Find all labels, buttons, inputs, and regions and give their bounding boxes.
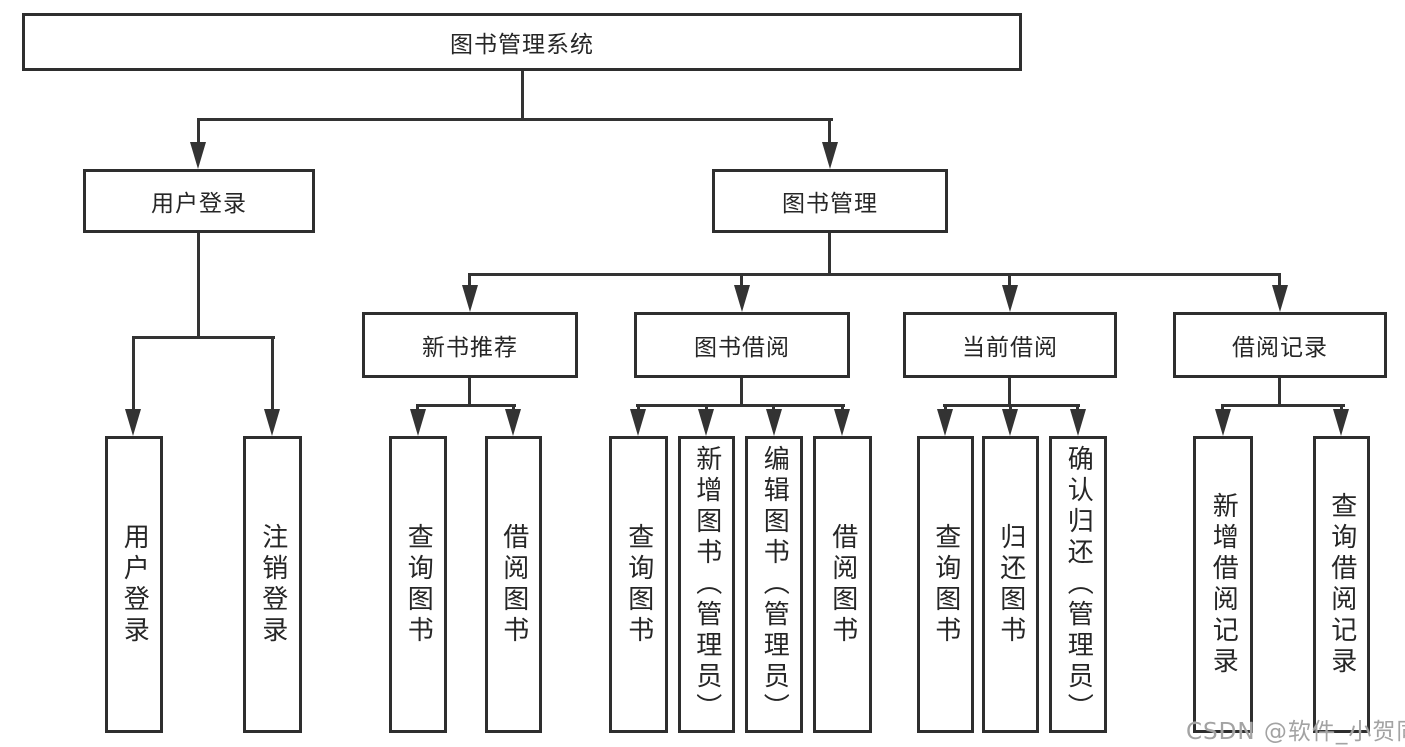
leaf-borrow-books: 借阅图书 bbox=[813, 436, 872, 733]
connector-line bbox=[416, 404, 516, 407]
node-root-label: 图书管理系统 bbox=[450, 32, 594, 58]
leaf-query-books-recommend: 查询图书 bbox=[389, 436, 447, 733]
node-current-borrowing: 当前借阅 bbox=[903, 312, 1117, 378]
arrow-down-icon bbox=[937, 409, 953, 436]
node-user-login: 用户登录 bbox=[83, 169, 315, 233]
leaf-query-books-borrowing: 查询图书 bbox=[609, 436, 668, 733]
leaf-query-borrow-record: 查询借阅记录 bbox=[1313, 436, 1370, 733]
leaf-query-books-recommend-label: 查询图书 bbox=[403, 522, 434, 647]
connector-line bbox=[828, 118, 831, 148]
node-new-book-recommend-label: 新书推荐 bbox=[422, 335, 518, 361]
arrow-down-icon bbox=[766, 409, 782, 436]
arrow-down-icon bbox=[630, 409, 646, 436]
leaf-query-books-borrowing-label: 查询图书 bbox=[623, 522, 654, 647]
csdn-watermark: CSDN @软件_小贺同学 bbox=[1186, 719, 1405, 745]
leaf-edit-books-admin: 编辑图书（管理员） bbox=[745, 436, 803, 733]
leaf-return-books-label: 归还图书 bbox=[995, 522, 1026, 647]
connector-line bbox=[132, 336, 275, 339]
leaf-logout-label: 注销登录 bbox=[257, 522, 288, 647]
arrow-down-icon bbox=[1215, 409, 1231, 436]
connector-line bbox=[1278, 378, 1281, 407]
leaf-user-login: 用户登录 bbox=[105, 436, 163, 733]
arrow-down-icon bbox=[734, 285, 750, 312]
connector-line bbox=[468, 273, 1281, 276]
leaf-borrow-books-recommend-label: 借阅图书 bbox=[498, 522, 529, 647]
arrow-down-icon bbox=[125, 409, 141, 436]
connector-line bbox=[197, 233, 200, 339]
node-borrowing-records: 借阅记录 bbox=[1173, 312, 1387, 378]
node-book-borrowing-label: 图书借阅 bbox=[694, 335, 790, 361]
leaf-add-borrow-record-label: 新增借阅记录 bbox=[1208, 491, 1239, 678]
leaf-borrow-books-recommend: 借阅图书 bbox=[485, 436, 542, 733]
connector-line bbox=[197, 118, 833, 121]
node-borrowing-records-label: 借阅记录 bbox=[1232, 335, 1328, 361]
arrow-down-icon bbox=[264, 409, 280, 436]
arrow-down-icon bbox=[1002, 409, 1018, 436]
connector-line bbox=[1008, 273, 1011, 287]
connector-line bbox=[197, 118, 200, 148]
arrow-down-icon bbox=[1333, 409, 1349, 436]
arrow-down-icon bbox=[1070, 409, 1086, 436]
leaf-confirm-return-admin-label: 确认归还（管理员） bbox=[1063, 445, 1094, 724]
arrow-down-icon bbox=[190, 142, 206, 169]
connector-line bbox=[1221, 404, 1345, 407]
connector-line bbox=[636, 404, 845, 407]
leaf-borrow-books-label: 借阅图书 bbox=[827, 522, 858, 647]
arrow-down-icon bbox=[462, 285, 478, 312]
leaf-query-books-current-label: 查询图书 bbox=[930, 522, 961, 647]
connector-line bbox=[468, 378, 471, 407]
connector-line bbox=[468, 273, 471, 287]
arrow-down-icon bbox=[410, 409, 426, 436]
arrow-down-icon bbox=[834, 409, 850, 436]
node-root: 图书管理系统 bbox=[22, 13, 1022, 71]
leaf-add-borrow-record: 新增借阅记录 bbox=[1193, 436, 1253, 733]
leaf-add-books-admin-label: 新增图书（管理员） bbox=[691, 445, 722, 724]
node-book-management: 图书管理 bbox=[712, 169, 948, 233]
arrow-down-icon bbox=[505, 409, 521, 436]
leaf-edit-books-admin-label: 编辑图书（管理员） bbox=[759, 445, 790, 724]
connector-line bbox=[740, 378, 743, 407]
connector-line bbox=[828, 233, 831, 276]
connector-line bbox=[1008, 378, 1011, 407]
connector-line bbox=[740, 273, 743, 287]
leaf-user-login-label: 用户登录 bbox=[119, 522, 150, 647]
arrow-down-icon bbox=[698, 409, 714, 436]
leaf-logout: 注销登录 bbox=[243, 436, 302, 733]
arrow-down-icon bbox=[1002, 285, 1018, 312]
leaf-return-books: 归还图书 bbox=[982, 436, 1039, 733]
arrow-down-icon bbox=[1272, 285, 1288, 312]
leaf-query-books-current: 查询图书 bbox=[917, 436, 974, 733]
connector-line bbox=[271, 336, 274, 412]
node-book-management-label: 图书管理 bbox=[782, 191, 878, 217]
arrow-down-icon bbox=[822, 142, 838, 169]
node-book-borrowing: 图书借阅 bbox=[634, 312, 850, 378]
leaf-add-books-admin: 新增图书（管理员） bbox=[678, 436, 735, 733]
node-user-login-label: 用户登录 bbox=[151, 191, 247, 217]
connector-line bbox=[1278, 273, 1281, 287]
connector-line bbox=[132, 336, 135, 412]
node-current-borrowing-label: 当前借阅 bbox=[962, 335, 1058, 361]
connector-line bbox=[521, 71, 524, 118]
leaf-query-borrow-record-label: 查询借阅记录 bbox=[1326, 491, 1357, 678]
node-new-book-recommend: 新书推荐 bbox=[362, 312, 578, 378]
leaf-confirm-return-admin: 确认归还（管理员） bbox=[1049, 436, 1107, 733]
